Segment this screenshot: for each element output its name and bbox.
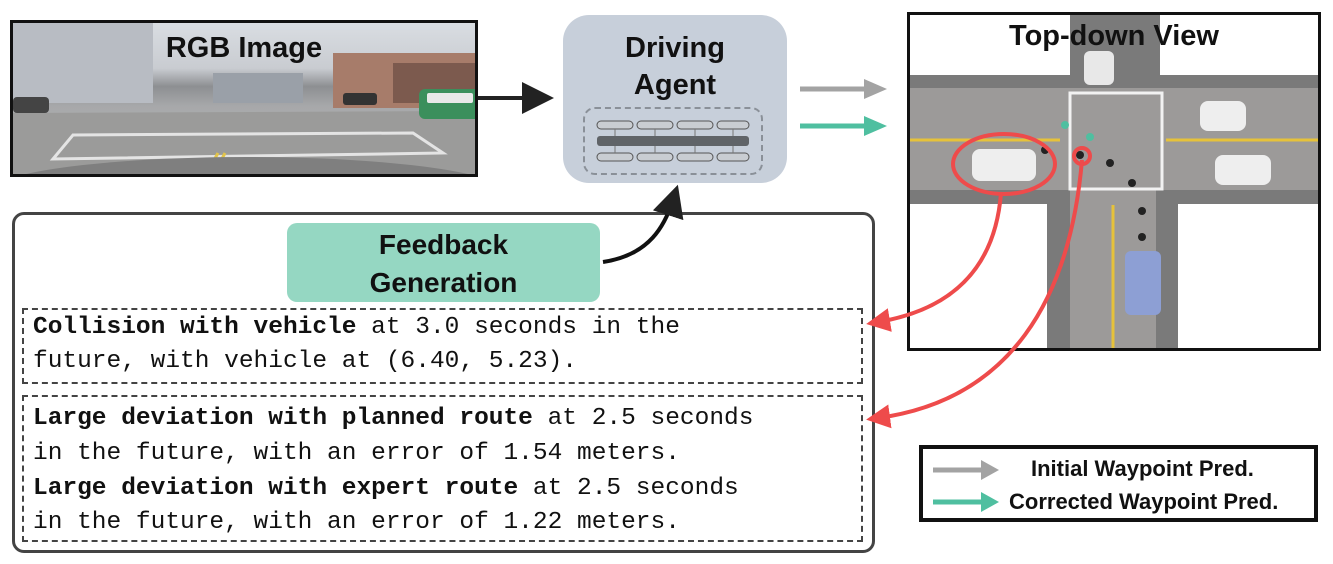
planned-route-feedback-line2: in the future, with an error of 1.54 met…	[33, 440, 680, 467]
feedback-panel	[12, 212, 875, 553]
rgb-image-label: RGB Image	[165, 32, 323, 64]
expert-route-feedback-line2: in the future, with an error of 1.22 met…	[33, 509, 680, 536]
feedback-generation-line1: Feedback	[378, 229, 509, 260]
collision-feedback-line2: future, with vehicle at (6.40, 5.23).	[33, 348, 577, 375]
rgb-image-panel: RGB Image	[10, 20, 478, 177]
collision-link-arrow	[866, 192, 1003, 332]
feedback-generation-line2: Generation	[369, 267, 518, 298]
legend-corrected-label: Corrected Waypoint Pred.	[1009, 489, 1279, 514]
planned-route-feedback-rest: at 2.5 seconds	[532, 405, 754, 432]
expert-route-feedback-rest: at 2.5 seconds	[518, 475, 739, 502]
collision-feedback-rest: at 3.0 seconds in the	[356, 314, 680, 341]
planned-route-feedback-bold: Large deviation with planned route	[33, 405, 533, 432]
feedback-generation-box: Feedback Generation	[287, 223, 600, 302]
driving-agent-title: Driving Agent	[563, 30, 787, 104]
driving-agent-title-line2: Agent	[633, 69, 717, 101]
legend-arrows	[933, 460, 999, 512]
expert-route-feedback-bold: Large deviation with expert route	[33, 475, 519, 502]
topdown-map	[910, 15, 1318, 348]
planned-route-feedback-line1: Large deviation with planned route at 2.…	[33, 405, 753, 432]
topdown-view-panel	[907, 12, 1321, 351]
deviation-feedback-box: Large deviation with planned route at 2.…	[22, 395, 863, 542]
driving-agent-title-line1: Driving	[625, 32, 725, 64]
expert-route-feedback-line1: Large deviation with expert route at 2.5…	[33, 475, 739, 502]
deviation-link-arrow	[866, 159, 1084, 429]
collision-feedback-line1: Collision with vehicle at 3.0 seconds in…	[33, 314, 680, 341]
legend-initial-label: Initial Waypoint Pred.	[1031, 456, 1254, 481]
collision-feedback-box: Collision with vehicle at 3.0 seconds in…	[22, 308, 863, 384]
topdown-view-label: Top-down View	[1009, 20, 1219, 52]
network-layers-icon	[596, 120, 750, 162]
network-diagram	[583, 107, 763, 175]
collision-feedback-bold: Collision with vehicle	[33, 314, 357, 341]
feedback-to-agent-arrow	[602, 184, 684, 264]
legend: Initial Waypoint Pred. Corrected Waypoin…	[919, 445, 1318, 522]
street-scene-image	[13, 23, 475, 174]
